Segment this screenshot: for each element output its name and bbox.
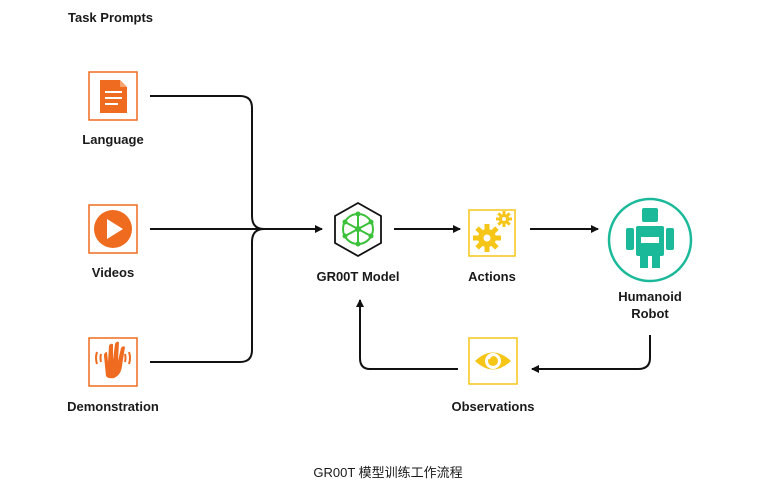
input-label-demonstration: Demonstration <box>67 399 159 414</box>
input-connectors <box>150 95 323 363</box>
actions-label: Actions <box>468 269 516 284</box>
observations-to-model-arrow <box>356 299 458 370</box>
waving-hand-icon <box>88 337 138 387</box>
robot-label-line1: Humanoid <box>618 289 682 304</box>
neural-cube-icon <box>334 201 382 258</box>
eye-icon <box>468 337 518 385</box>
demonstration-connector <box>150 228 265 363</box>
robot-to-observations-arrow <box>531 335 651 373</box>
figure-caption: GR00T 模型训练工作流程 <box>313 465 463 480</box>
input-label-language: Language <box>82 132 144 147</box>
output-connectors <box>356 225 651 373</box>
humanoid-robot-icon <box>607 197 693 283</box>
section-title: Task Prompts <box>68 10 154 25</box>
observations-label: Observations <box>451 399 535 414</box>
model-label: GR00T Model <box>316 269 400 284</box>
input-label-videos: Videos <box>91 265 135 280</box>
language-connector <box>150 95 265 230</box>
document-icon <box>88 71 138 121</box>
robot-label-line2: Robot <box>631 306 669 321</box>
gears-icon <box>468 209 516 257</box>
play-icon <box>88 204 138 254</box>
